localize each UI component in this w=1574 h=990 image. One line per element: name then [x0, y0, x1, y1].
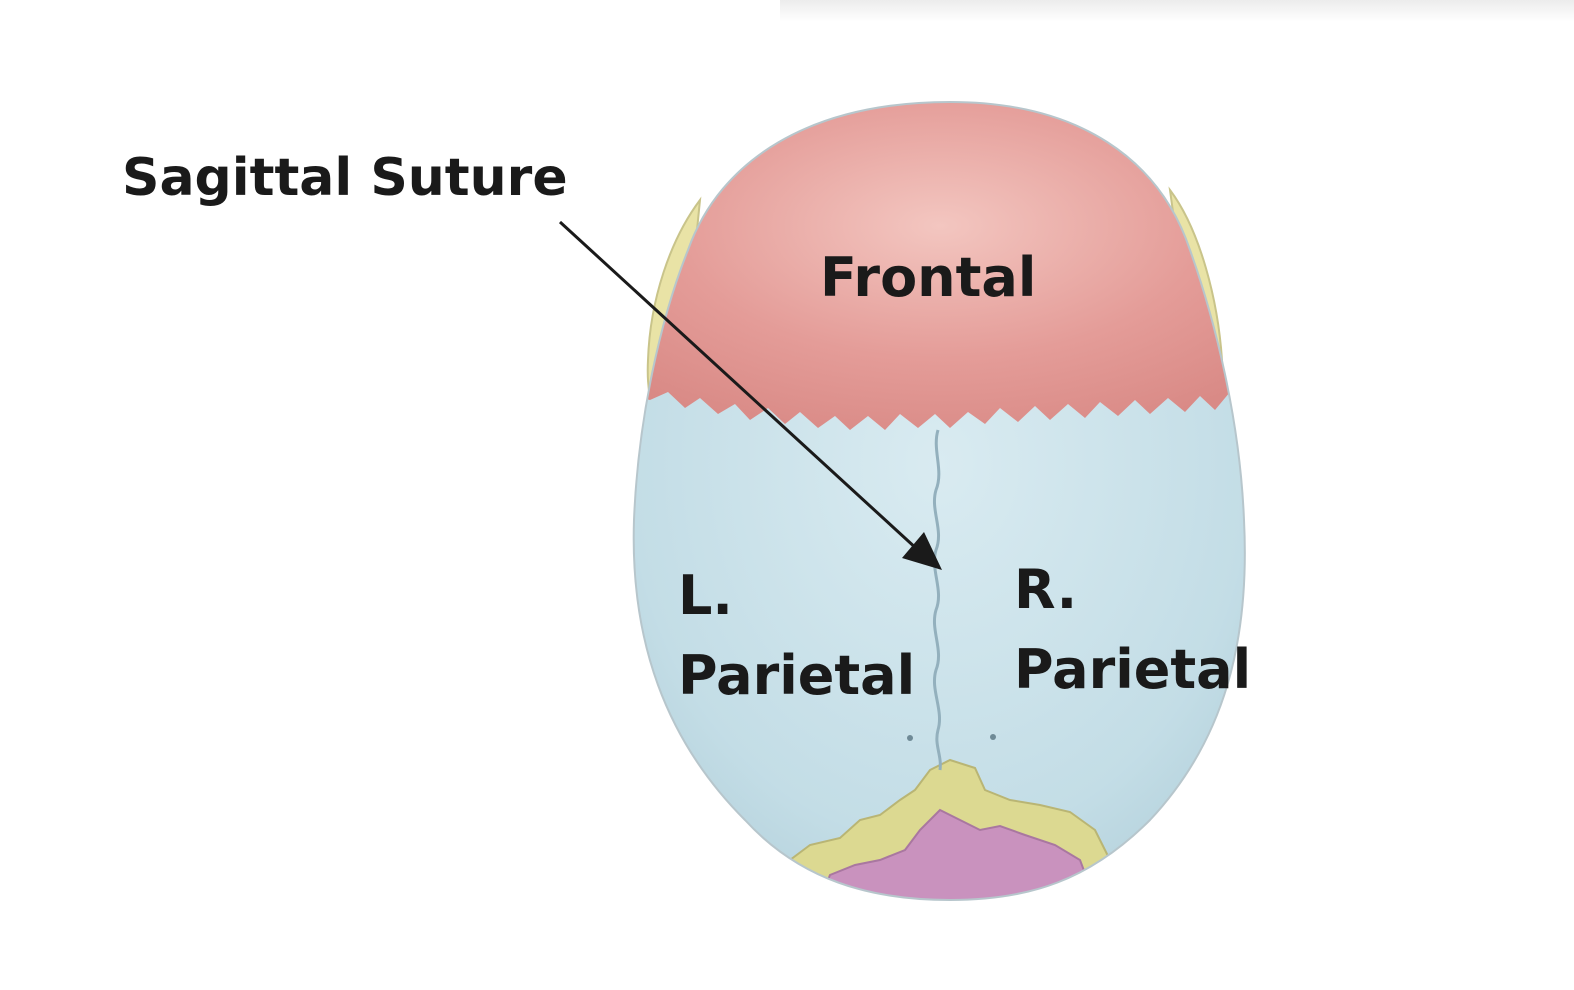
top-edge-shade	[780, 0, 1574, 22]
skull-outline	[632, 100, 1246, 902]
right-parietal-label: R. Parietal	[1014, 550, 1251, 710]
frontal-label: Frontal	[820, 246, 1037, 309]
right-parietal-label-line1: R.	[1014, 558, 1078, 621]
frontal-bone	[633, 102, 1245, 430]
left-parietal-label-line1: L.	[678, 564, 733, 627]
parietal-foramen-right	[990, 734, 996, 740]
parietal-foramen-left	[907, 735, 913, 741]
sagittal-suture-label: Sagittal Suture	[122, 148, 568, 208]
pointer-arrow-line	[558, 220, 920, 552]
sagittal-suture-line	[933, 429, 942, 771]
occipital-bone	[818, 808, 1097, 900]
left-parietal-label: L. Parietal	[678, 556, 915, 716]
left-parietal-label-line2: Parietal	[678, 644, 916, 707]
pointer-arrow-head	[902, 532, 942, 570]
right-parietal-label-line2: Parietal	[1014, 638, 1252, 701]
